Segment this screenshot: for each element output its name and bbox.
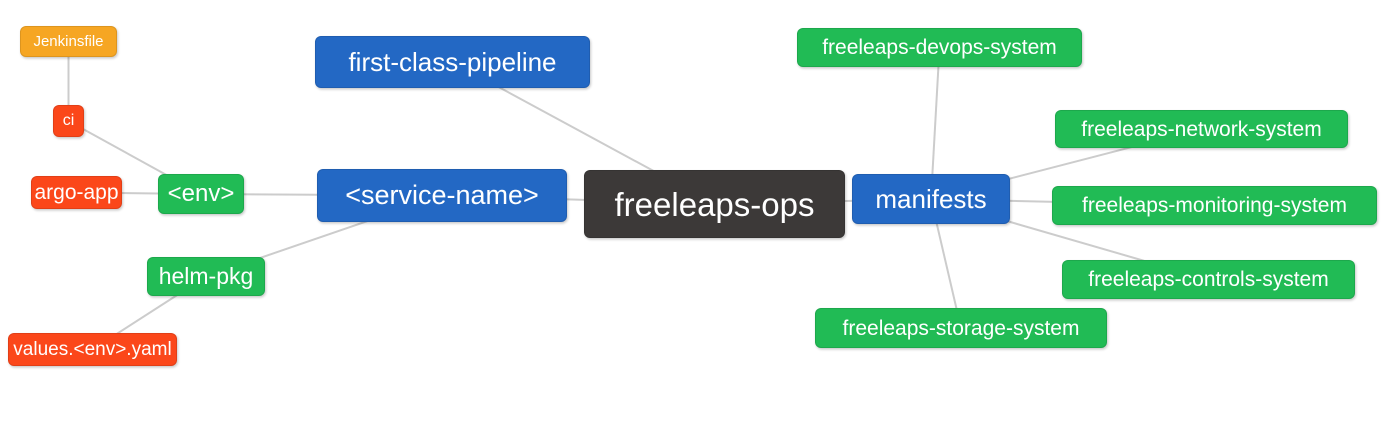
- node-freeleaps-ops[interactable]: freeleaps-ops: [584, 170, 845, 238]
- node-argo-app[interactable]: argo-app: [31, 176, 122, 209]
- node-freeleaps-storage-system[interactable]: freeleaps-storage-system: [815, 308, 1107, 348]
- node-first-class-pipeline[interactable]: first-class-pipeline: [315, 36, 590, 88]
- node-freeleaps-monitoring-system[interactable]: freeleaps-monitoring-system: [1052, 186, 1377, 225]
- node-helm-pkg[interactable]: helm-pkg: [147, 257, 265, 296]
- node-freeleaps-network-system[interactable]: freeleaps-network-system: [1055, 110, 1348, 148]
- node-service-name[interactable]: <service-name>: [317, 169, 567, 222]
- node-ci[interactable]: ci: [53, 105, 84, 137]
- node-manifests[interactable]: manifests: [852, 174, 1010, 224]
- node-freeleaps-devops-system[interactable]: freeleaps-devops-system: [797, 28, 1082, 67]
- node-values-env-yaml[interactable]: values.<env>.yaml: [8, 333, 177, 366]
- node-jenkinsfile[interactable]: Jenkinsfile: [20, 26, 117, 57]
- node-env[interactable]: <env>: [158, 174, 244, 214]
- node-freeleaps-controls-system[interactable]: freeleaps-controls-system: [1062, 260, 1355, 299]
- edge-manifests-freeleaps-devops-system: [930, 47, 941, 200]
